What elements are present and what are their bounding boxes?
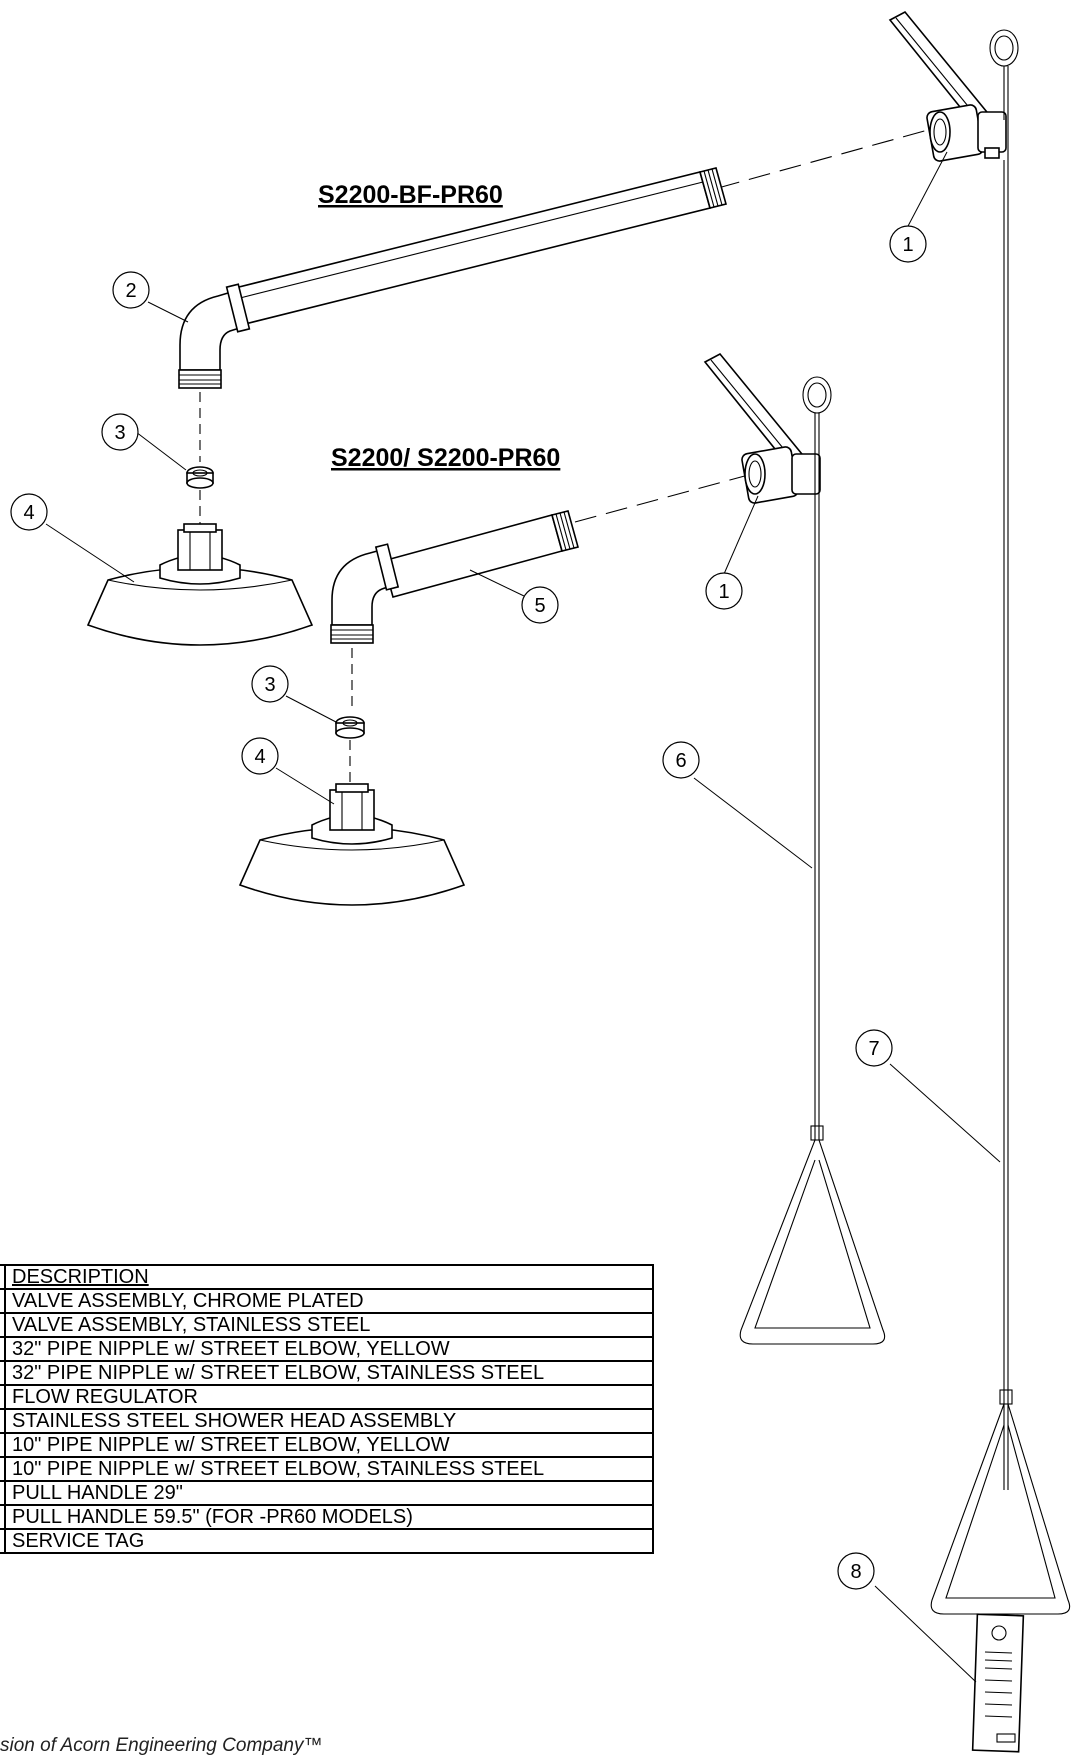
svg-text:2: 2 <box>125 280 136 302</box>
svg-text:3: 3 <box>264 674 275 696</box>
lower-valve-assembly <box>703 352 821 504</box>
top-shower-head <box>86 523 314 646</box>
top-valve-assembly <box>888 10 1007 162</box>
top-street-elbow <box>178 283 251 389</box>
callout-7-leader <box>889 1063 1001 1163</box>
callout-3-lower-leader <box>285 695 337 723</box>
callout-5-leader <box>469 569 525 597</box>
callout-4-lower: 4 <box>241 737 279 775</box>
svg-text:8: 8 <box>850 1561 861 1583</box>
lower-flow-regulator <box>335 716 365 739</box>
top-flow-regulator <box>186 466 214 489</box>
callout-7: 7 <box>855 1029 893 1067</box>
callout-8: 8 <box>837 1552 875 1590</box>
bom-description-cell: 10" PIPE NIPPLE w/ STREET ELBOW, YELLOW <box>4 1432 654 1458</box>
callout-3-top-leader <box>135 431 187 471</box>
bom-description-cell: VALVE ASSEMBLY, CHROME PLATED <box>4 1288 654 1314</box>
svg-text:4: 4 <box>23 502 34 524</box>
callout-5: 5 <box>521 586 559 624</box>
bom-description-cell: PULL HANDLE 29" <box>4 1480 654 1506</box>
callout-4-top: 4 <box>10 493 48 531</box>
callout-1-top-leader <box>906 151 948 229</box>
lower-pipe-nipple <box>382 510 579 598</box>
table-row: 10" PIPE NIPPLE w/ STREET ELBOW, YELLOW <box>0 1432 654 1458</box>
callout-1-lower-leader <box>723 495 759 575</box>
pull-handle-long <box>930 29 1071 1615</box>
table-row: SERVICE TAG <box>0 1528 654 1554</box>
bom-description-cell: 32" PIPE NIPPLE w/ STREET ELBOW, YELLOW <box>4 1336 654 1362</box>
bill-of-materials-table: DESCRIPTION VALVE ASSEMBLY, CHROME PLATE… <box>0 1264 654 1554</box>
table-row: PULL HANDLE 59.5" (FOR -PR60 MODELS) <box>0 1504 654 1530</box>
table-row: 32" PIPE NIPPLE w/ STREET ELBOW, YELLOW <box>0 1336 654 1362</box>
bom-header-row: DESCRIPTION <box>0 1264 654 1290</box>
callout-3-lower: 3 <box>251 665 289 703</box>
bf-model-title: S2200-BF-PR60 <box>318 181 503 209</box>
bom-description-cell: FLOW REGULATOR <box>4 1384 654 1410</box>
company-footer: sion of Acorn Engineering Company™ <box>0 1735 323 1756</box>
lower-shower-head <box>238 783 466 906</box>
callout-8-leader <box>874 1585 977 1683</box>
table-row: STAINLESS STEEL SHOWER HEAD ASSEMBLY <box>0 1408 654 1434</box>
svg-text:5: 5 <box>534 595 545 617</box>
service-tag <box>971 1613 1025 1753</box>
pull-handle-short <box>739 376 886 1345</box>
callout-2: 2 <box>112 271 150 309</box>
callout-4-top-leader <box>45 523 135 583</box>
top-pipe-nipple <box>234 167 727 325</box>
table-row: VALVE ASSEMBLY, CHROME PLATED <box>0 1288 654 1314</box>
std-model-title: S2200/ S2200-PR60 <box>331 444 560 472</box>
callout-2-leader <box>147 301 189 323</box>
lower-pipe-axis-line <box>574 473 753 523</box>
svg-text:1: 1 <box>718 581 729 603</box>
table-row: FLOW REGULATOR <box>0 1384 654 1410</box>
svg-text:3: 3 <box>114 422 125 444</box>
bom-description-cell: STAINLESS STEEL SHOWER HEAD ASSEMBLY <box>4 1408 654 1434</box>
lower-street-elbow <box>330 543 400 644</box>
callout-1-lower: 1 <box>705 572 743 610</box>
callout-3-top: 3 <box>101 413 139 451</box>
table-row: 10" PIPE NIPPLE w/ STREET ELBOW, STAINLE… <box>0 1456 654 1482</box>
table-row: VALVE ASSEMBLY, STAINLESS STEEL <box>0 1312 654 1338</box>
svg-text:7: 7 <box>868 1038 879 1060</box>
callout-6: 6 <box>662 741 700 779</box>
svg-text:4: 4 <box>254 746 265 768</box>
bom-description-cell: 10" PIPE NIPPLE w/ STREET ELBOW, STAINLE… <box>4 1456 654 1482</box>
top-pipe-axis-line <box>717 129 929 189</box>
bom-description-cell: SERVICE TAG <box>4 1528 654 1554</box>
table-row: PULL HANDLE 29" <box>0 1480 654 1506</box>
bom-header-description: DESCRIPTION <box>4 1264 654 1290</box>
callout-1-top: 1 <box>889 225 927 263</box>
svg-text:1: 1 <box>902 234 913 256</box>
callout-4-lower-leader <box>275 767 335 805</box>
bom-description-cell: VALVE ASSEMBLY, STAINLESS STEEL <box>4 1312 654 1338</box>
table-row: 32" PIPE NIPPLE w/ STREET ELBOW, STAINLE… <box>0 1360 654 1386</box>
callout-6-leader <box>693 777 813 869</box>
svg-text:6: 6 <box>675 750 686 772</box>
bom-description-cell: 32" PIPE NIPPLE w/ STREET ELBOW, STAINLE… <box>4 1360 654 1386</box>
bom-description-cell: PULL HANDLE 59.5" (FOR -PR60 MODELS) <box>4 1504 654 1530</box>
